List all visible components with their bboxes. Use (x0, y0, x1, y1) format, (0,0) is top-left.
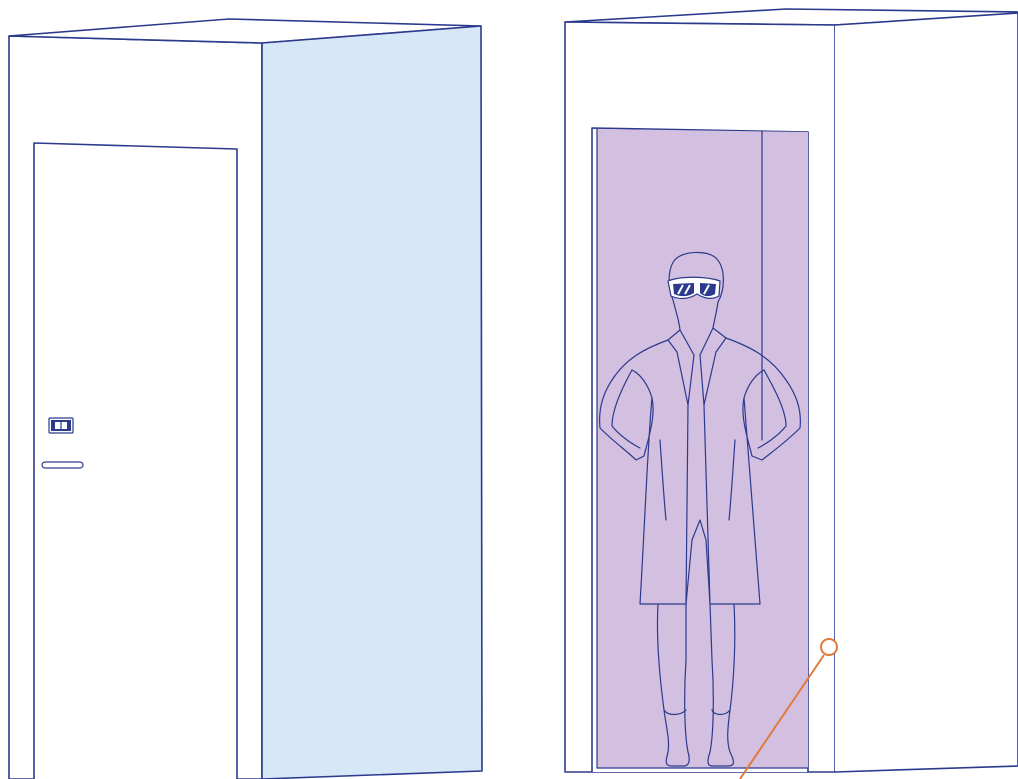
closed-booth-side-panel (261, 25, 483, 779)
sensor-pointer-icon (739, 638, 838, 779)
closed-booth (8, 18, 483, 779)
person-in-lab-coat (599, 251, 801, 767)
open-booth (564, 8, 1018, 779)
card-reader-icon[interactable] (48, 417, 74, 434)
coat-right-arm (725, 337, 801, 461)
closed-booth-door[interactable] (33, 142, 238, 779)
door-handle-icon[interactable] (41, 461, 84, 469)
person-left-leg (656, 603, 690, 767)
person-head (668, 251, 724, 329)
safety-goggles-icon (667, 276, 721, 300)
open-booth-side-panel (834, 12, 1018, 773)
coat-left-arm (599, 339, 669, 461)
coat-body (639, 397, 761, 605)
person-right-leg (707, 603, 736, 767)
coat-collar (667, 329, 695, 406)
uv-chamber-interior (597, 129, 808, 768)
